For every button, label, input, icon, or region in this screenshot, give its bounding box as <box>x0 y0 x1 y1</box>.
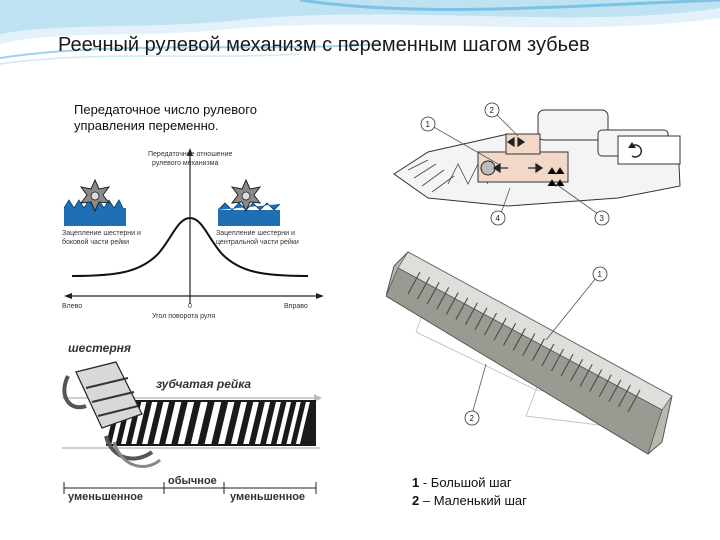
rack-tooth <box>426 281 440 305</box>
rack-tooth <box>522 333 536 356</box>
pitch-legend: 1 - Большой шаг 2 – Маленький шаг <box>412 474 527 510</box>
rack-tooth <box>474 307 488 331</box>
rack-slot <box>142 402 158 444</box>
rack-slot <box>204 402 222 444</box>
ratio-graph: Передаточное отношение рулевого механизм… <box>48 136 328 322</box>
label-reduced-right: уменьшенное <box>230 491 305 503</box>
rack-tooth <box>503 323 517 346</box>
rack-slot <box>254 402 271 444</box>
x-right-label: Вправо <box>284 303 308 310</box>
rack-tooth <box>627 389 641 413</box>
legend-item-small-pitch: 2 – Маленький шаг <box>412 493 527 508</box>
rack-slot <box>243 402 259 444</box>
rack-tooth <box>541 343 555 367</box>
variable-pitch-rack: 1 2 <box>386 244 682 462</box>
rack-tooth <box>531 338 545 361</box>
rack-tooth <box>560 353 574 377</box>
svg-text:1: 1 <box>598 270 603 279</box>
label-normal: обычное <box>168 475 217 487</box>
right-caption-2: центральной части рейки <box>216 238 299 246</box>
ratio-curve <box>71 216 309 277</box>
header-wave-decoration <box>0 0 720 65</box>
rack-slot <box>286 402 301 444</box>
rack-slot <box>265 402 281 444</box>
rack-tooth <box>589 369 603 392</box>
rack-callout-1: 1 <box>592 266 608 282</box>
x-zero-label: 0 <box>188 303 192 310</box>
mechanism-callout-4: 4 <box>490 210 506 226</box>
left-caption-1: Зацепление шестерни и <box>62 230 141 237</box>
rack-tooth <box>436 287 450 310</box>
rack-slot <box>131 402 147 444</box>
svg-text:1: 1 <box>426 120 431 129</box>
x-left-label: Влево <box>62 303 82 310</box>
svg-text:3: 3 <box>600 214 605 223</box>
slide-subtitle: Передаточное число рулевого управления п… <box>74 102 257 133</box>
rack-slot <box>177 402 195 444</box>
rack-tooth <box>608 379 622 403</box>
rack-tooth <box>617 384 631 408</box>
y-axis-label-1: Передаточное отношение <box>148 151 232 158</box>
left-caption-2: боковой части рейки <box>62 238 129 246</box>
rack-slot <box>231 402 247 444</box>
mechanism-callout-3: 3 <box>594 210 610 226</box>
slide-title: Реечный рулевой механизм с переменным ша… <box>58 34 590 56</box>
mechanism-callout-1: 1 <box>420 116 436 132</box>
svg-text:2: 2 <box>470 414 475 423</box>
rack-tooth <box>550 348 564 372</box>
pinion-rack-pitch: шестерня зубчатая рейка обычное уменьшен… <box>56 336 326 508</box>
mechanism-callout-2: 2 <box>484 102 500 118</box>
legend-item-large-pitch: 1 - Большой шаг <box>412 475 512 490</box>
x-axis-label: Угол поворота руля <box>152 313 215 320</box>
rack-tooth <box>512 328 526 351</box>
rack-tooth <box>579 364 593 387</box>
rack-tooth <box>570 358 584 382</box>
left-pinion-illustration <box>63 178 126 226</box>
y-axis-label-2: рулевого механизма <box>152 160 219 167</box>
label-pinion: шестерня <box>68 341 131 355</box>
pinion-gear <box>62 361 161 468</box>
rack-tooth <box>464 302 478 326</box>
label-reduced-left: уменьшенное <box>68 491 143 503</box>
rack-tooth <box>455 297 469 320</box>
rack-slot <box>295 402 310 444</box>
rack-tooth <box>417 276 431 300</box>
rack-tooth <box>407 271 421 295</box>
right-caption-1: Зацепление шестерни и <box>216 230 295 237</box>
rack-tooth <box>493 317 507 341</box>
rack-slot <box>190 402 208 444</box>
rack-slot <box>153 402 170 444</box>
svg-text:4: 4 <box>496 214 501 223</box>
rack-tooth <box>445 292 459 315</box>
rack-tooth <box>484 312 498 336</box>
right-pinion-illustration <box>217 178 281 226</box>
rack-slot <box>218 402 235 444</box>
label-rack: зубчатая рейка <box>156 377 251 391</box>
rack-tooth <box>598 374 612 397</box>
mechanism-cutaway: 1 2 3 4 <box>388 94 688 228</box>
svg-text:2: 2 <box>490 106 495 115</box>
rack-slot <box>276 402 292 444</box>
rack-callout-2: 2 <box>464 410 480 426</box>
rack-slot <box>165 402 182 444</box>
